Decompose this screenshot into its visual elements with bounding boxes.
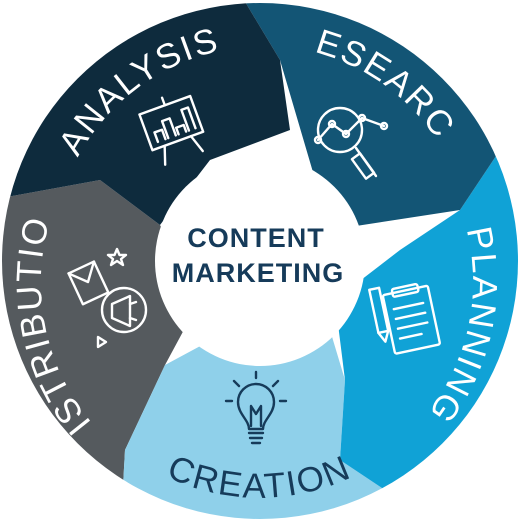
presentation-board-icon	[138, 94, 205, 166]
segment-creation	[120, 330, 460, 519]
share-megaphone-icon	[67, 247, 148, 349]
clipboard-pencil-icon	[368, 282, 441, 355]
center-circle	[155, 156, 365, 366]
center-title-line1: CONTENT	[187, 223, 325, 253]
lightbulb-icon	[224, 370, 288, 445]
magnifier-chart-icon	[313, 106, 389, 180]
center-title-line2: MARKETING	[172, 258, 345, 288]
